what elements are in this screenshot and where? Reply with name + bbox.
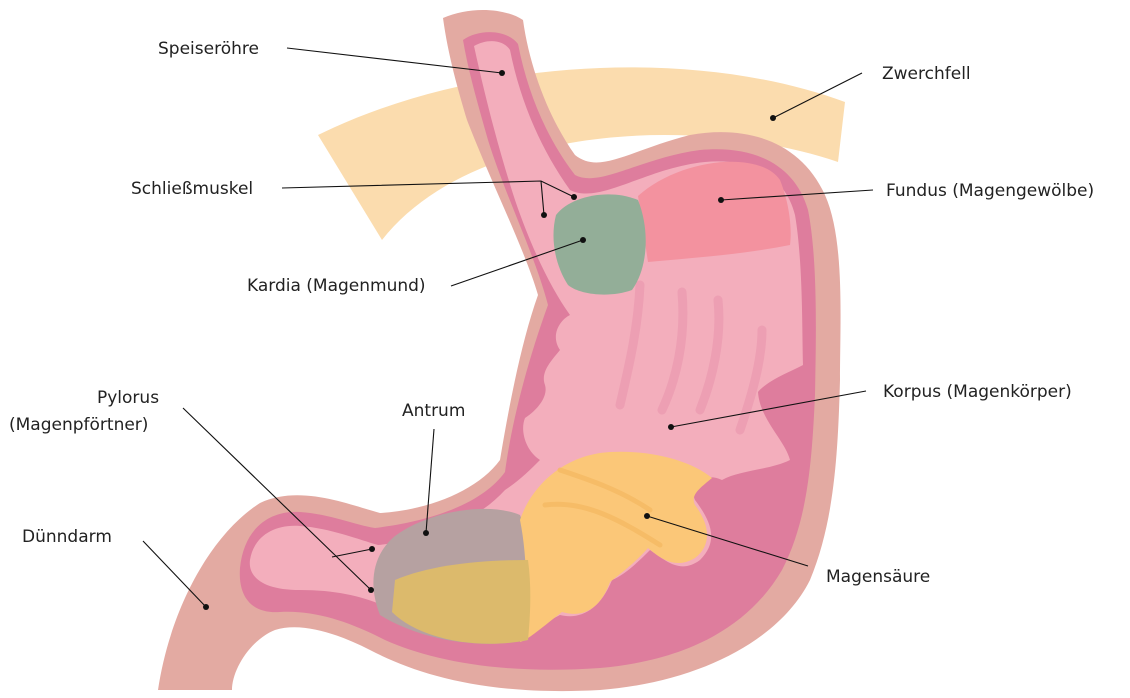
label-speiseroehre: Speiseröhre (158, 39, 259, 59)
kardia-region (553, 194, 645, 294)
label-kardia: Kardia (Magenmund) (247, 276, 426, 296)
dot-antrum (423, 530, 429, 536)
dot-speiseroehre (499, 70, 505, 76)
label-fundus: Fundus (Magengewölbe) (886, 181, 1094, 201)
dot-korpus (668, 424, 674, 430)
dot-duenndarm (203, 604, 209, 610)
label-korpus: Korpus (Magenkörper) (883, 382, 1072, 402)
dot-zwerchfell (770, 115, 776, 121)
label-schliessmuskel: Schließmuskel (131, 179, 253, 199)
dot-schliessmuskel-b (541, 212, 547, 218)
label-magensaeure: Magensäure (826, 567, 930, 587)
dot-pylorus-a (369, 546, 375, 552)
dot-kardia (580, 237, 586, 243)
label-pylorus-line1: Pylorus (97, 388, 159, 408)
dot-schliessmuskel-a (571, 194, 577, 200)
label-duenndarm: Dünndarm (22, 527, 112, 547)
label-pylorus-line2: (Magenpförtner) (9, 415, 148, 435)
dot-fundus (718, 197, 724, 203)
label-zwerchfell: Zwerchfell (882, 64, 971, 84)
leader-duenndarm (143, 541, 206, 607)
dot-pylorus-b (368, 587, 374, 593)
dot-magensaeure (644, 513, 650, 519)
label-antrum: Antrum (402, 401, 465, 421)
